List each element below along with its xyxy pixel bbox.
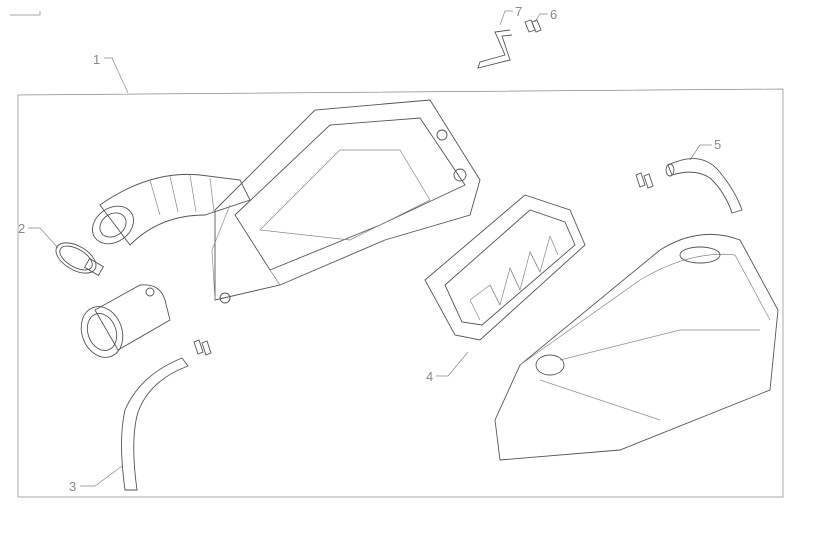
hose-end (665, 163, 675, 177)
callout-3: 3 (69, 465, 123, 494)
callout-label-1: 1 (93, 52, 100, 67)
callout-label-5: 5 (714, 137, 721, 152)
callout-label-4: 4 (426, 369, 433, 384)
intake-adapter-part (80, 284, 171, 358)
leader-line-3 (80, 465, 123, 487)
clip-part-right (635, 172, 654, 189)
clip-part-top (524, 19, 542, 33)
assembly-frame (17, 88, 784, 498)
leader-line-2 (28, 227, 59, 249)
filter-element-part (424, 194, 586, 341)
callout-7: 7 (499, 4, 522, 26)
callout-5: 5 (689, 137, 721, 161)
breather-hose-part (667, 158, 743, 214)
leader-line-1 (104, 57, 129, 94)
corner-mark (10, 11, 41, 16)
callout-label-6: 6 (550, 7, 557, 22)
callout-6: 6 (534, 7, 557, 23)
drain-hose-part (121, 357, 189, 491)
leader-line-4 (436, 351, 469, 377)
callout-2: 2 (18, 221, 59, 249)
intake-duct-part (92, 173, 251, 246)
leader-line-6 (534, 13, 548, 23)
callout-1: 1 (93, 52, 129, 94)
clip-part-lower (193, 339, 212, 356)
callout-label-7: 7 (515, 4, 522, 19)
air-box-housing-part (211, 99, 481, 304)
callout-label-2: 2 (18, 221, 25, 236)
leader-line-5 (689, 144, 712, 161)
hose-clamp-part (55, 242, 105, 276)
leader-line-7 (499, 10, 513, 26)
callout-4: 4 (426, 351, 469, 384)
small-hose-part (477, 29, 513, 69)
callout-label-3: 3 (69, 479, 76, 494)
airbox-cover-part (494, 233, 779, 461)
